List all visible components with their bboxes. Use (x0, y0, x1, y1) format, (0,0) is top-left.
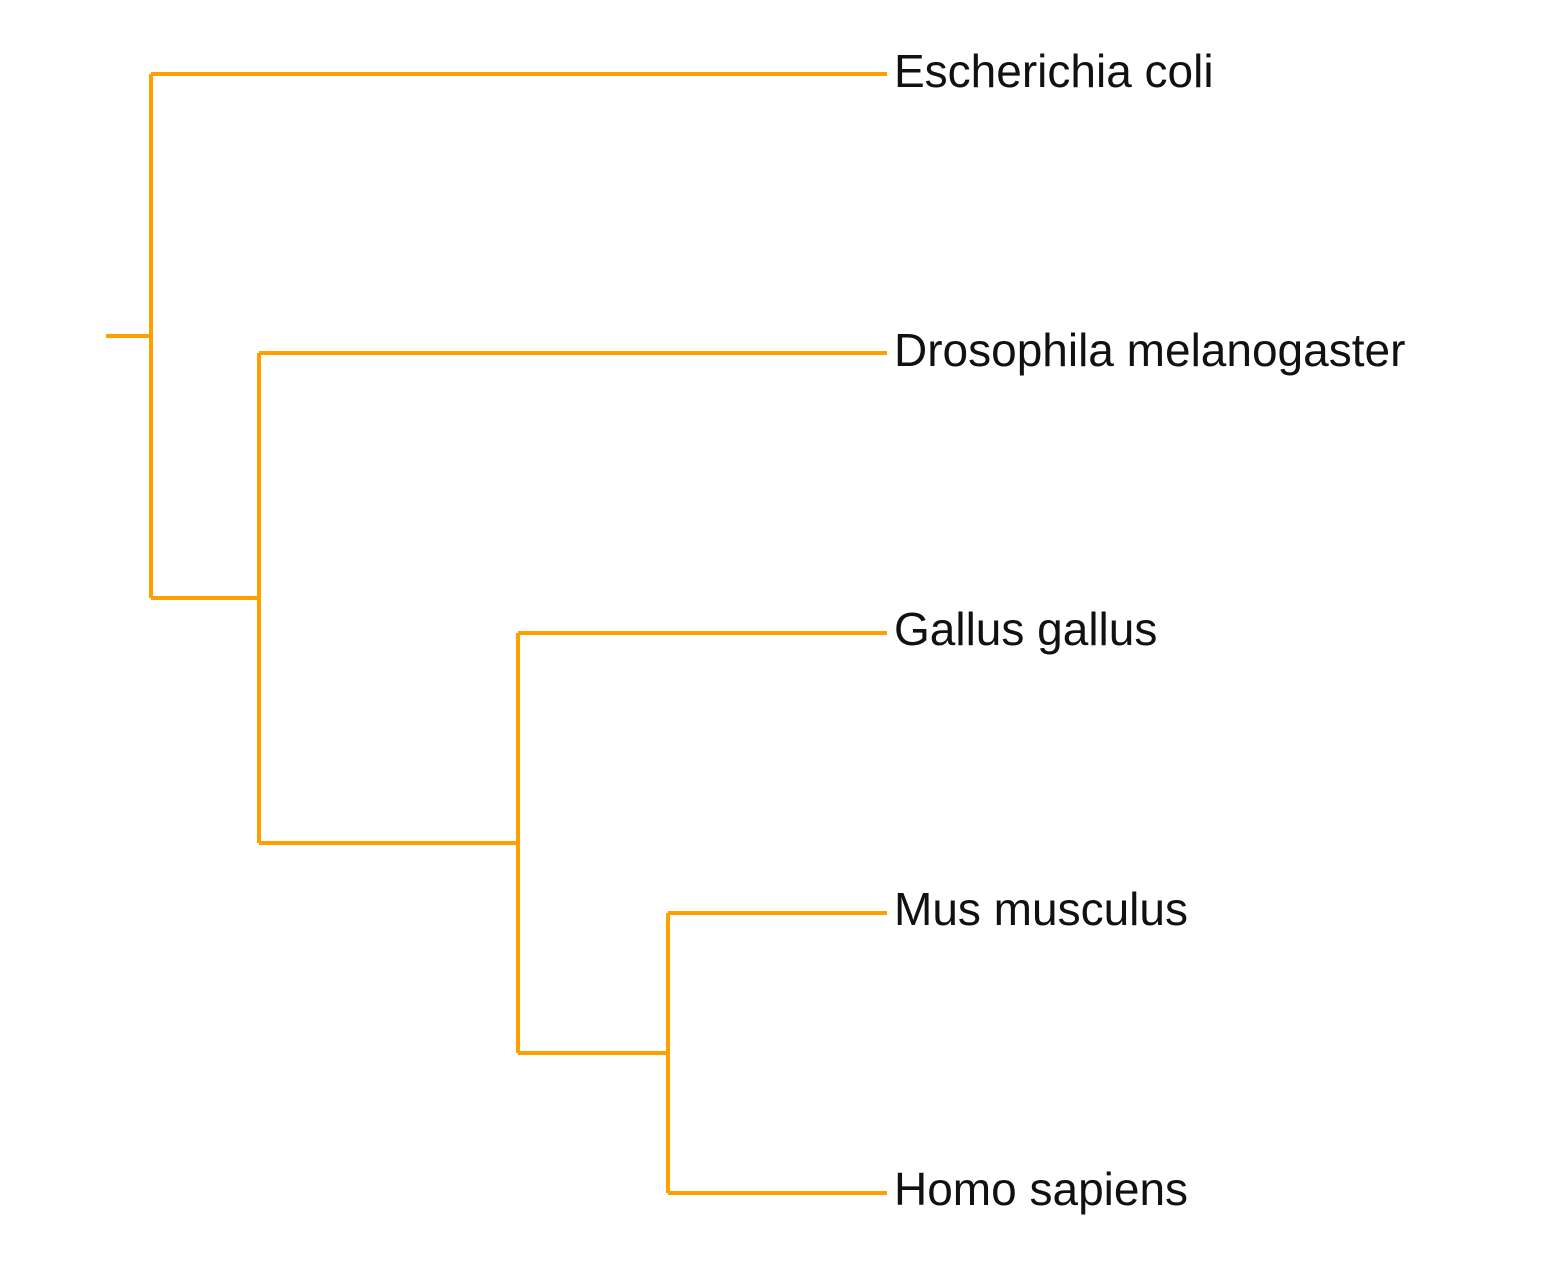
leaf-label-escherichia-coli: Escherichia coli (894, 45, 1214, 97)
leaf-label-mus-musculus: Mus musculus (894, 883, 1188, 935)
leaf-labels: Escherichia coli Drosophila melanogaster… (894, 45, 1405, 1215)
tree-branches (106, 72, 887, 1195)
leaf-label-drosophila-melanogaster: Drosophila melanogaster (894, 324, 1405, 376)
leaf-label-homo-sapiens: Homo sapiens (894, 1163, 1188, 1215)
leaf-label-gallus-gallus: Gallus gallus (894, 603, 1157, 655)
